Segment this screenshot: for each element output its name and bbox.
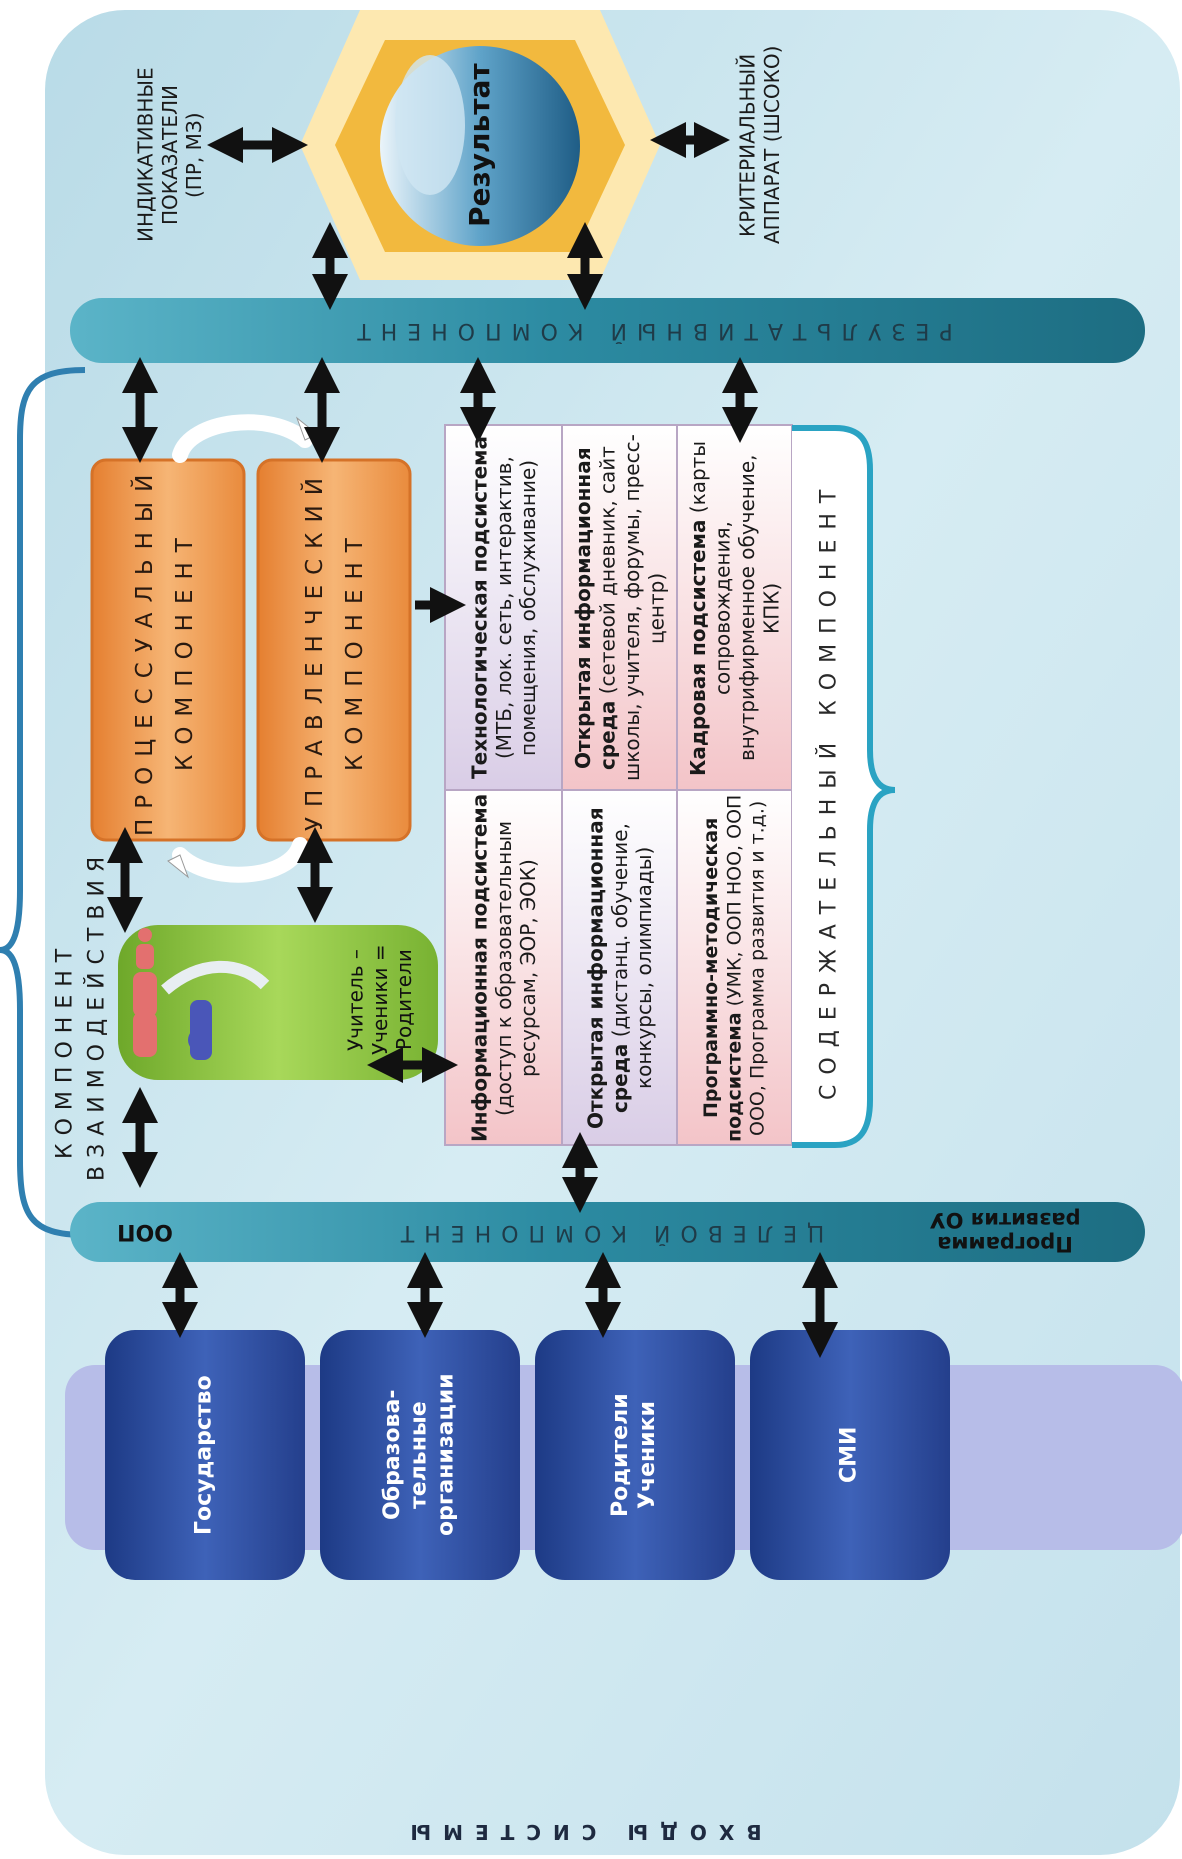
cell-bg-3	[562, 425, 677, 790]
input-cylinder-4	[750, 1330, 950, 1580]
content-cell-staff-title: Кадровая подсистема	[686, 519, 711, 776]
managerial-label-line1: УПРАВЛЕНЧЕСКИЙ	[301, 468, 328, 832]
content-cell-info-text: (доступ к образовательным ресурсам, ЭОР,…	[491, 820, 541, 1116]
result-right-label: КРИТЕРИАЛЬНЫЙ АППАРАТ (ШСОКО)	[735, 45, 784, 245]
input-label-media: СМИ	[836, 1426, 862, 1484]
input-label-orgs: Образова- тельные организации	[379, 1373, 459, 1537]
people-icon	[133, 928, 270, 1060]
cell-bg-6	[677, 790, 792, 1145]
interaction-label-line2: ВЗАИМОДЕЙСТВИЯ	[84, 848, 110, 1182]
content-cell-staff: Кадровая подсистема (карты сопровождения…	[681, 428, 789, 788]
managerial-label-line2: КОМПОНЕНТ	[341, 528, 368, 772]
cell-bg-4	[562, 790, 677, 1145]
input-cylinder-1	[105, 1330, 305, 1580]
content-label: СОДЕРЖАТЕЛЬНЫЙ КОМПОНЕНТ	[816, 479, 842, 1101]
result-tube-label: РЕЗУЛЬТАТИВНЫЙ КОМПОНЕНТ	[347, 318, 953, 343]
input-cylinders	[65, 1330, 1182, 1580]
procedural-label-line1: ПРОЦЕССУАЛЬНЫЙ	[131, 464, 158, 836]
result-tube	[70, 298, 1145, 363]
input-label-parents: Родители Ученики	[608, 1393, 660, 1517]
double-arrow-icon-group	[107, 122, 838, 1358]
cell-bg-2	[445, 790, 562, 1145]
content-cell-info: Информационная подсистема (доступ к обра…	[450, 793, 558, 1143]
content-cell-program: Программно-методическая подсистема (УМК,…	[681, 793, 789, 1143]
result-center-label: Результат	[462, 63, 496, 227]
result-left-label: ИНДИКАТИВНЫЕ ПОКАЗАТЕЛИ (ПР, МЗ)	[133, 67, 207, 243]
interaction-brace-icon	[0, 367, 86, 1238]
content-brace-icon	[792, 425, 896, 1148]
cycle-arrow-icon-2	[172, 837, 308, 883]
content-cell-tech-text: (МТБ, лок. сеть, интерактив, помещения, …	[491, 456, 541, 760]
target-tube-left-tag: ООП	[117, 1219, 173, 1245]
procedural-label-line2: КОМПОНЕНТ	[171, 528, 198, 772]
cycle-arrow-icon	[172, 414, 313, 463]
input-label-state: Государство	[191, 1375, 217, 1535]
content-cell-tech: Технологическая подсистема (МТБ, лок. се…	[450, 428, 558, 788]
input-cylinder-3	[535, 1330, 735, 1580]
input-cylinder-2	[320, 1330, 520, 1580]
procedural-block	[90, 458, 246, 842]
content-cell-tech-title: Технологическая подсистема	[467, 436, 492, 780]
target-tube-right-tag: Программа развития ОУ	[929, 1208, 1081, 1257]
interaction-label-line1: КОМПОНЕНТ	[52, 940, 78, 1160]
content-cell-info-title: Информационная подсистема	[467, 793, 492, 1143]
interaction-cylinder-text: Учитель – Ученики = Родители	[343, 944, 417, 1056]
inputs-label: ВХОДЫ СИСТЕМЫ	[398, 1820, 762, 1844]
cell-bg-5	[677, 425, 792, 790]
target-tube	[70, 1202, 1145, 1262]
content-cell-open-env-1: Открытая информационная среда (дистанц. …	[566, 793, 674, 1143]
content-cell-open-env-2: Открытая информационная среда (сетевой д…	[566, 428, 674, 788]
